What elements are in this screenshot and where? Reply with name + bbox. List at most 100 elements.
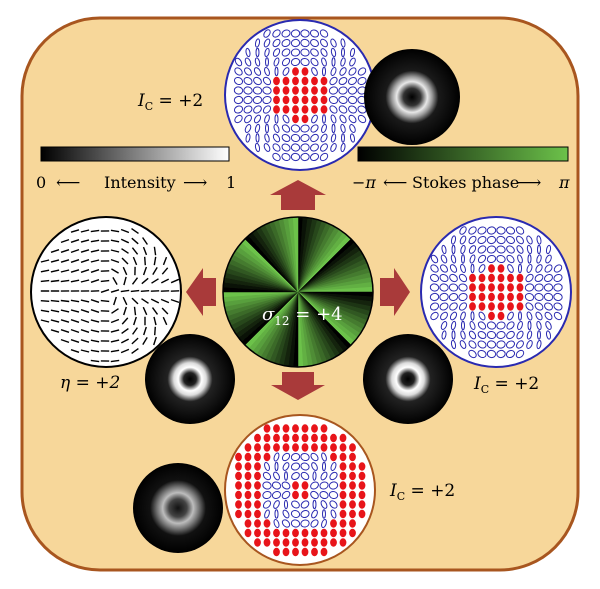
polarization-ellipse bbox=[469, 302, 476, 310]
polarization-ellipse bbox=[321, 434, 328, 442]
polarization-ellipse bbox=[302, 96, 309, 104]
polarization-ellipse bbox=[321, 105, 328, 113]
intensity-min-label: 0 bbox=[36, 173, 46, 192]
polarization-ellipse bbox=[283, 538, 290, 546]
polarization-line bbox=[51, 281, 59, 282]
polarization-ellipse bbox=[311, 77, 318, 85]
polarization-ellipse bbox=[302, 491, 309, 499]
polarization-ellipse bbox=[340, 510, 347, 518]
polarization-ellipse bbox=[245, 510, 252, 518]
phase-min-label: −π bbox=[352, 173, 376, 192]
polarization-ellipse bbox=[359, 462, 366, 470]
intensity-beam-bottom bbox=[133, 463, 223, 553]
polarization-line bbox=[141, 291, 149, 292]
polarization-ellipse bbox=[292, 77, 299, 85]
polarization-ellipse bbox=[292, 548, 299, 556]
polarization-ellipse bbox=[311, 434, 318, 442]
polarization-ellipse bbox=[321, 529, 328, 537]
polarization-ellipse bbox=[273, 434, 280, 442]
polarization-ellipse bbox=[469, 283, 476, 291]
polarization-ellipse bbox=[302, 434, 309, 442]
polarization-ellipse bbox=[273, 538, 280, 546]
polarization-ellipse bbox=[488, 283, 495, 291]
polarization-ellipse bbox=[283, 77, 290, 85]
polarization-ellipse bbox=[283, 434, 290, 442]
polarization-ellipse bbox=[245, 491, 252, 499]
polarization-ellipse bbox=[321, 443, 328, 451]
polarization-ellipse bbox=[254, 462, 261, 470]
polarization-ellipse bbox=[359, 491, 366, 499]
polarization-ellipse bbox=[479, 274, 486, 282]
polarization-ellipse bbox=[311, 105, 318, 113]
phase-label: Stokes phase bbox=[412, 173, 519, 192]
polarization-line bbox=[131, 291, 139, 292]
polarization-ellipse bbox=[273, 424, 280, 432]
polarization-ellipse bbox=[498, 302, 505, 310]
polarization-ellipse bbox=[321, 424, 328, 432]
phase-arrow-left: ⟵ bbox=[383, 173, 407, 193]
polarization-ellipse bbox=[311, 443, 318, 451]
polarization-ellipse bbox=[311, 424, 318, 432]
polarization-ellipse bbox=[302, 67, 309, 75]
polarization-map-left bbox=[31, 217, 181, 367]
polarization-ellipse bbox=[340, 538, 347, 546]
polarization-ellipse bbox=[330, 453, 337, 461]
polarization-ellipse bbox=[488, 274, 495, 282]
polarization-ellipse bbox=[330, 519, 337, 527]
polarization-ellipse bbox=[254, 434, 261, 442]
polarization-ellipse bbox=[245, 500, 252, 508]
polarization-ellipse bbox=[498, 312, 505, 320]
polarization-ellipse bbox=[498, 274, 505, 282]
polarization-ellipse bbox=[264, 538, 271, 546]
polarization-ellipse bbox=[292, 424, 299, 432]
intensity-colorbar bbox=[41, 147, 229, 161]
polarization-map-top bbox=[225, 20, 375, 170]
polarization-ellipse bbox=[273, 443, 280, 451]
polarization-ellipse bbox=[302, 548, 309, 556]
polarization-ellipse bbox=[340, 453, 347, 461]
intensity-beam-top bbox=[364, 49, 460, 145]
polarization-ellipse bbox=[254, 500, 261, 508]
polarization-ellipse bbox=[349, 529, 356, 537]
polarization-ellipse bbox=[264, 529, 271, 537]
polarization-ellipse bbox=[283, 529, 290, 537]
polarization-ellipse bbox=[340, 529, 347, 537]
intensity-label: Intensity bbox=[104, 173, 176, 192]
polarization-ellipse bbox=[488, 302, 495, 310]
polarization-ellipse bbox=[283, 548, 290, 556]
polarization-ellipse bbox=[273, 77, 280, 85]
polarization-ellipse bbox=[235, 453, 242, 461]
polarization-ellipse bbox=[359, 481, 366, 489]
polarization-ellipse bbox=[469, 274, 476, 282]
polarization-ellipse bbox=[254, 519, 261, 527]
polarization-ellipse bbox=[264, 453, 271, 461]
polarization-line bbox=[101, 281, 109, 282]
polarization-ellipse bbox=[245, 519, 252, 527]
polarization-ellipse bbox=[349, 472, 356, 480]
polarization-line bbox=[135, 307, 136, 315]
polarization-ellipse bbox=[254, 538, 261, 546]
polarization-ellipse bbox=[507, 283, 514, 291]
polarization-ellipse bbox=[254, 443, 261, 451]
polarization-ellipse bbox=[517, 283, 524, 291]
polarization-ellipse bbox=[349, 462, 356, 470]
polarization-line bbox=[51, 301, 59, 302]
polarization-ellipse bbox=[340, 472, 347, 480]
intensity-beam-left bbox=[145, 334, 235, 424]
polarization-ellipse bbox=[292, 529, 299, 537]
polarization-ellipse bbox=[235, 472, 242, 480]
polarization-ellipse bbox=[254, 453, 261, 461]
polarization-ellipse bbox=[302, 529, 309, 537]
polarization-ellipse bbox=[517, 274, 524, 282]
polarization-ellipse bbox=[254, 491, 261, 499]
polarization-ellipse bbox=[254, 510, 261, 518]
polarization-ellipse bbox=[330, 443, 337, 451]
polarization-ellipse bbox=[283, 424, 290, 432]
polarization-ellipse bbox=[235, 462, 242, 470]
polarization-ellipse bbox=[321, 77, 328, 85]
polarization-ellipse bbox=[254, 481, 261, 489]
polarization-ellipse bbox=[349, 519, 356, 527]
polarization-ellipse bbox=[349, 510, 356, 518]
phase-colorbar bbox=[358, 147, 568, 161]
